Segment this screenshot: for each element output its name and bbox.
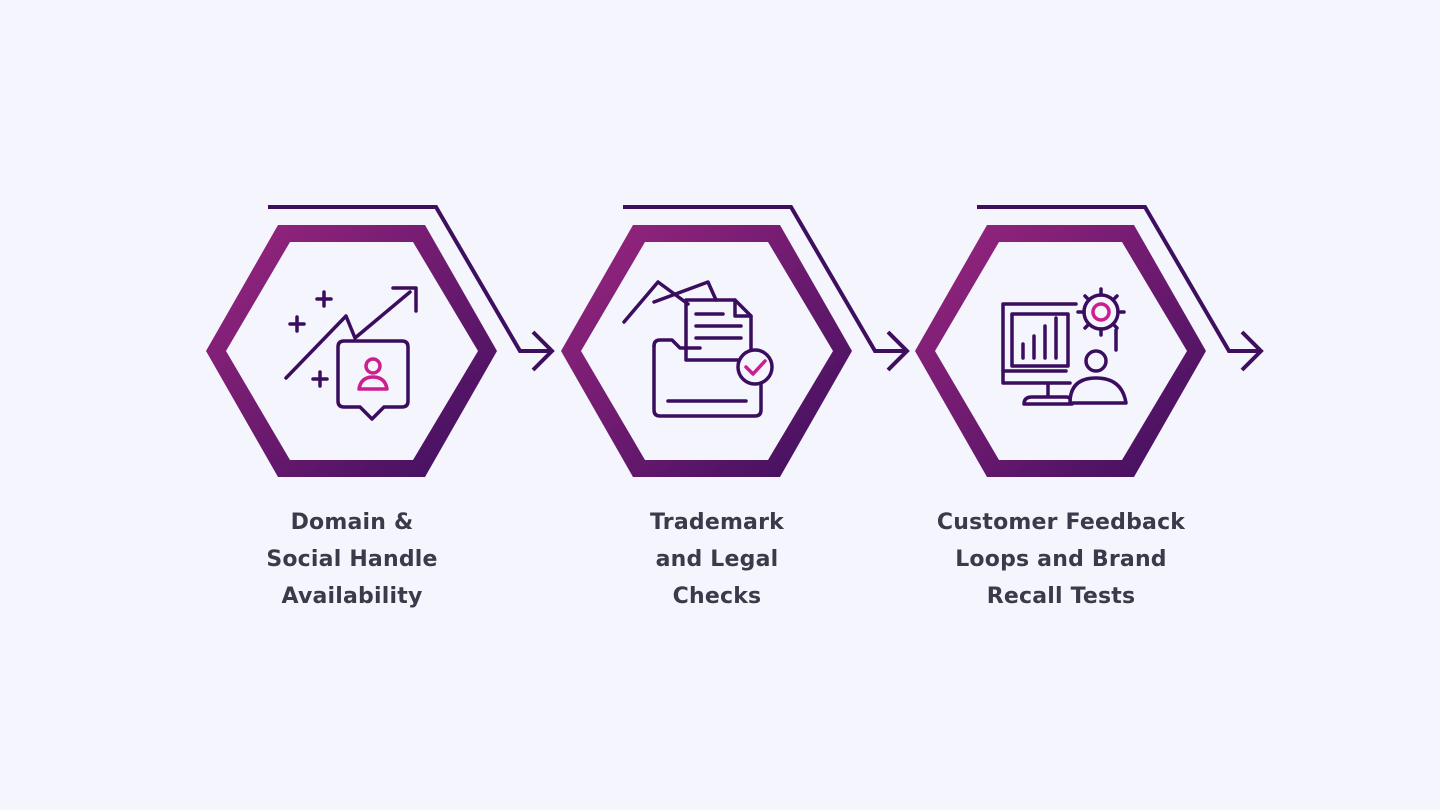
step-3: [915, 205, 1264, 477]
step-2-label: Trademark and Legal Checks: [567, 504, 867, 615]
step-2-hexagon: [561, 225, 852, 477]
growth-chart-user-icon: [284, 286, 418, 421]
monitor-chart-gear-user-icon: [1001, 287, 1128, 406]
step-1-arrow-head: [531, 330, 555, 372]
step-3-connector-arrow: [977, 205, 1261, 353]
step-2-label-line-2: and Legal: [655, 547, 779, 572]
step-2-arrow-head: [886, 330, 910, 372]
step-3-label-line-2: Loops and Brand: [955, 547, 1167, 572]
gear-icon: [1076, 287, 1126, 337]
step-1-connector-arrow: [268, 205, 552, 353]
step-3-arrow-head: [1240, 330, 1264, 372]
step-3-label-line-1: Customer Feedback: [936, 510, 1186, 535]
step-1: [206, 205, 555, 477]
step-3-label: Customer Feedback Loops and Brand Recall…: [911, 504, 1211, 615]
step-1-label-line-3: Availability: [281, 584, 423, 609]
step-1-hexagon: [206, 225, 497, 477]
step-2: [561, 205, 910, 477]
step-3-hexagon: [915, 225, 1206, 477]
folder-documents-check-icon: [622, 280, 774, 418]
step-1-label-line-2: Social Handle: [266, 547, 438, 572]
step-2-label-line-1: Trademark: [649, 510, 784, 535]
step-3-label-line-3: Recall Tests: [986, 584, 1136, 609]
step-2-connector-arrow: [623, 205, 907, 353]
step-2-label-line-3: Checks: [672, 584, 762, 609]
step-1-label-line-1: Domain &: [290, 510, 414, 535]
step-1-label: Domain & Social Handle Availability: [202, 504, 502, 615]
